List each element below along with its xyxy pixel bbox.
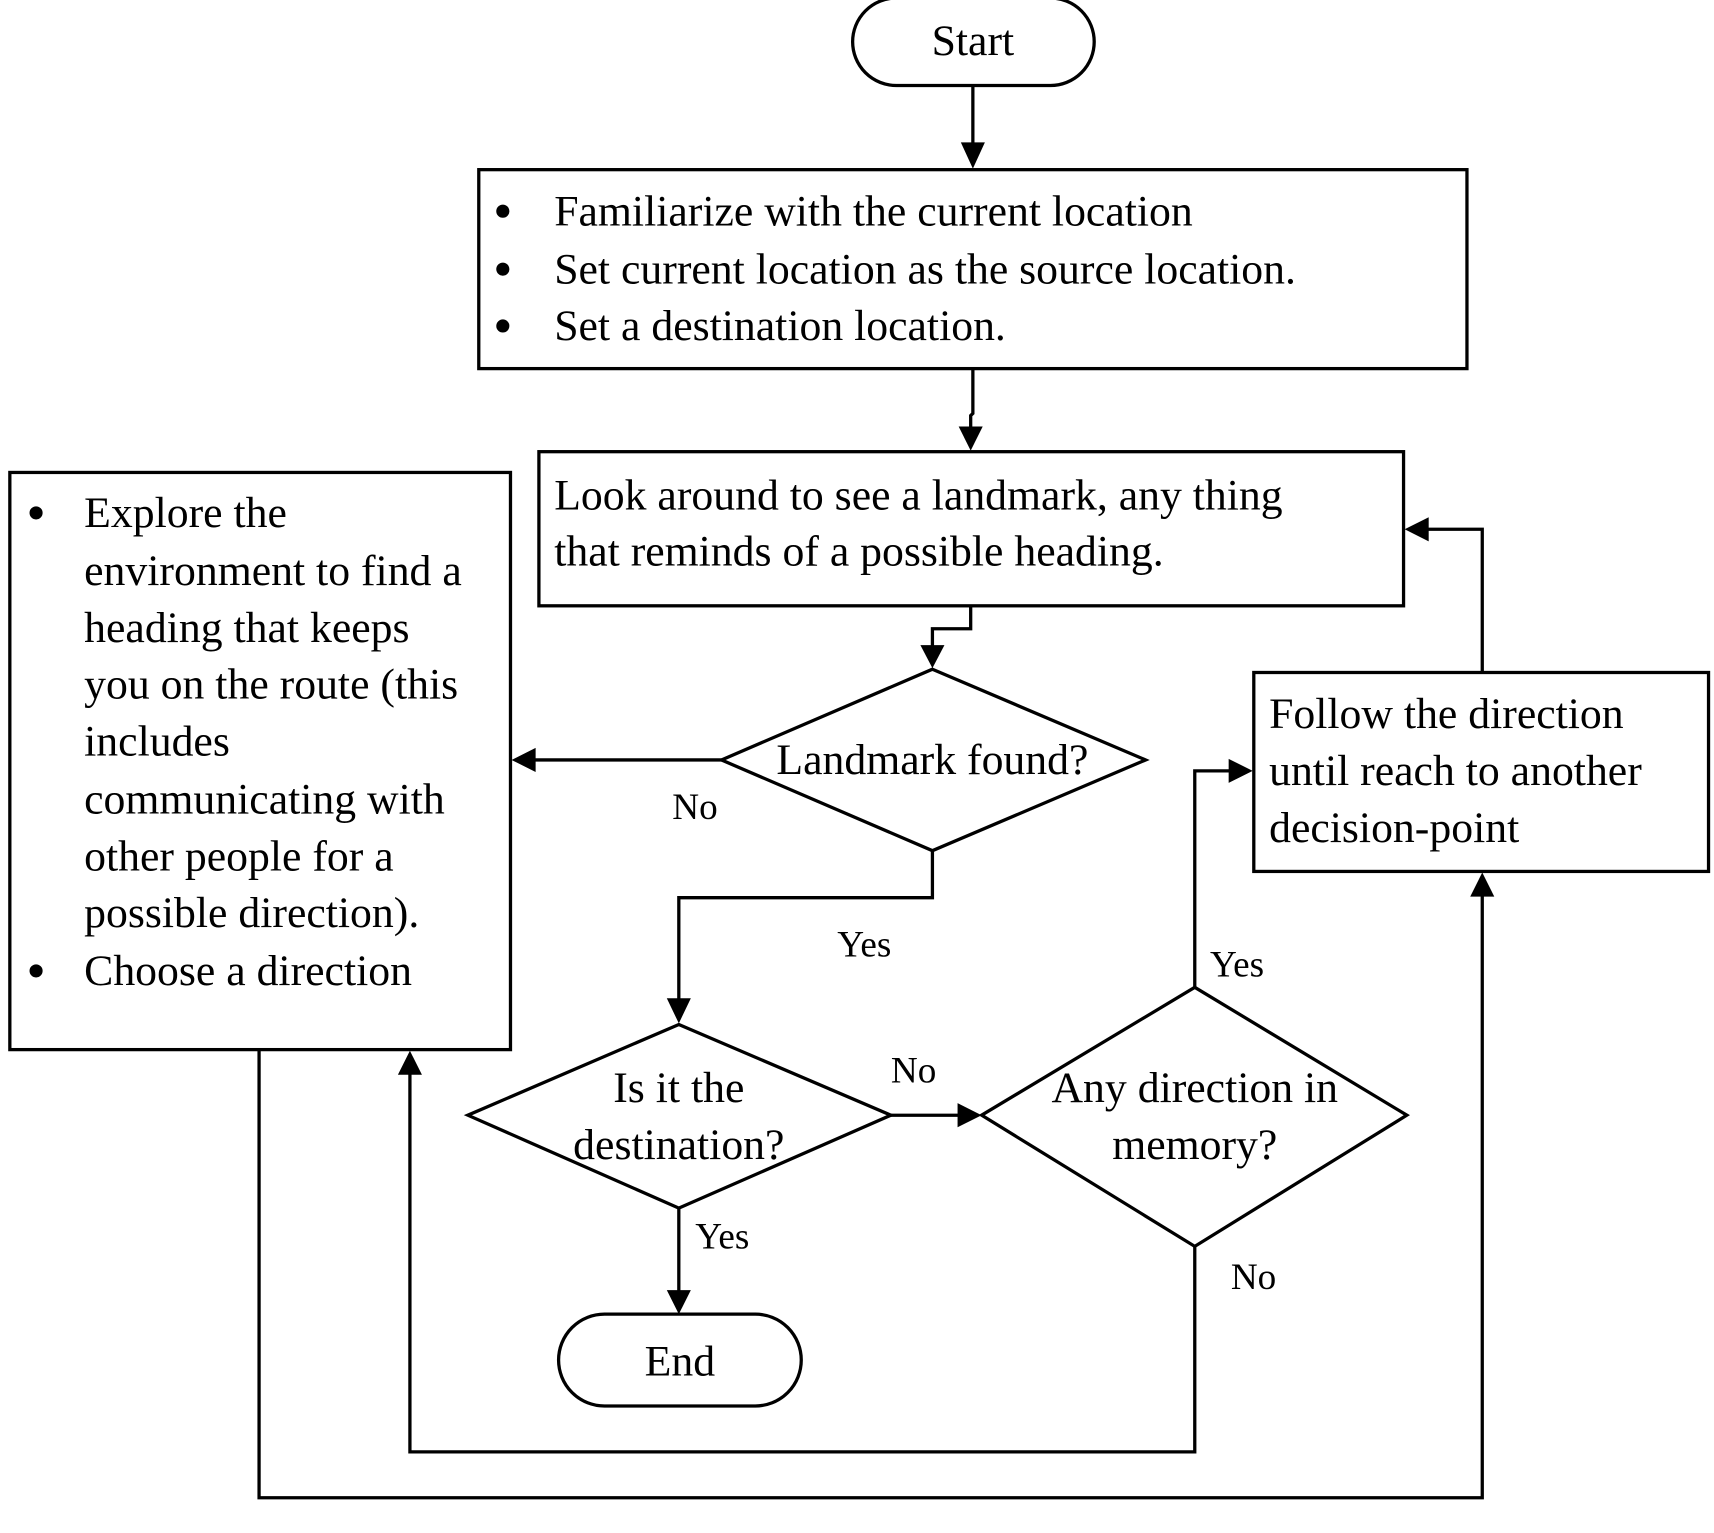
setup-item: Set a destination location.: [554, 302, 1006, 350]
node-explore: Explore the environment to find a headin…: [8, 470, 513, 1052]
bullet-icon: [29, 964, 43, 978]
edge-label-memory-yes: Yes: [1210, 944, 1264, 985]
explore-line: other people for a: [84, 832, 394, 880]
edge-follow-to-look-around: [1404, 517, 1484, 673]
arrowhead-icon: [1228, 758, 1253, 783]
memory-line: Any direction in: [1051, 1064, 1338, 1112]
edge-setup-to-look-around: [958, 368, 983, 451]
explore-line: Explore the: [84, 489, 287, 537]
explore-line: you on the route (this: [84, 661, 458, 709]
arrowhead-icon: [957, 1103, 982, 1128]
look-around-line: that reminds of a possible heading.: [554, 527, 1164, 575]
edge-memory-yes-to-follow: [1193, 758, 1253, 988]
memory-line: memory?: [1112, 1121, 1277, 1169]
bullet-icon: [496, 204, 510, 218]
bullet-icon: [496, 262, 510, 276]
node-landmark-found: Landmark found?: [717, 667, 1150, 853]
arrowhead-icon: [920, 645, 945, 669]
explore-line: Choose a direction: [84, 947, 412, 995]
arrowhead-icon: [960, 142, 985, 169]
explore-line: communicating with: [84, 776, 445, 824]
bullet-icon: [496, 319, 510, 333]
arrowhead-icon: [666, 998, 691, 1024]
node-is-destination: Is it the destination?: [463, 1022, 896, 1210]
edge-label-destination-no: No: [891, 1050, 936, 1091]
edge-label-landmark-yes: Yes: [837, 925, 891, 966]
edge-explore-to-follow: [257, 872, 1495, 1500]
edge-look-around-to-landmark: [920, 605, 973, 669]
edge-landmark-yes-to-destination: [666, 850, 935, 1024]
follow-line: decision-point: [1269, 804, 1519, 852]
edge-label-memory-no: No: [1231, 1257, 1276, 1298]
node-start: Start: [851, 0, 1096, 88]
look-around-line: Look around to see a landmark, any thing: [554, 472, 1283, 520]
explore-line: possible direction).: [84, 889, 419, 937]
node-setup: Familiarize with the current location Se…: [477, 168, 1469, 371]
arrowhead-icon: [1404, 517, 1429, 542]
edge-label-landmark-no: No: [672, 787, 717, 828]
explore-line: environment to find a: [84, 547, 462, 595]
end-label: End: [645, 1337, 716, 1385]
node-follow-direction: Follow the direction until reach to anot…: [1252, 670, 1711, 874]
arrowhead-icon: [1470, 872, 1495, 897]
setup-item: Familiarize with the current location: [554, 187, 1193, 235]
setup-item: Set current location as the source locat…: [554, 245, 1296, 293]
arrowhead-icon: [958, 426, 983, 451]
node-direction-in-memory: Any direction in memory?: [978, 985, 1410, 1249]
follow-line: until reach to another: [1269, 747, 1642, 795]
explore-line: heading that keeps: [84, 604, 409, 652]
arrowhead-icon: [397, 1050, 422, 1075]
edge-destination-no-to-memory: [890, 1103, 982, 1128]
edge-memory-no-to-explore: [397, 1050, 1197, 1454]
landmark-found-label: Landmark found?: [776, 736, 1088, 784]
node-look-around: Look around to see a landmark, any thing…: [537, 450, 1406, 608]
bullet-icon: [29, 506, 43, 520]
is-destination-line: destination?: [573, 1121, 784, 1169]
node-end: End: [556, 1312, 803, 1408]
is-destination-line: Is it the: [613, 1064, 744, 1112]
edge-start-to-setup: [960, 85, 985, 169]
arrowhead-icon: [666, 1290, 691, 1315]
start-label: Start: [932, 17, 1015, 65]
follow-line: Follow the direction: [1269, 690, 1624, 738]
edge-label-destination-yes: Yes: [695, 1217, 749, 1258]
arrowhead-icon: [511, 747, 536, 772]
edge-destination-yes-to-end: [666, 1208, 691, 1315]
edge-landmark-no-to-explore: [511, 747, 722, 772]
explore-line: includes: [84, 718, 230, 766]
